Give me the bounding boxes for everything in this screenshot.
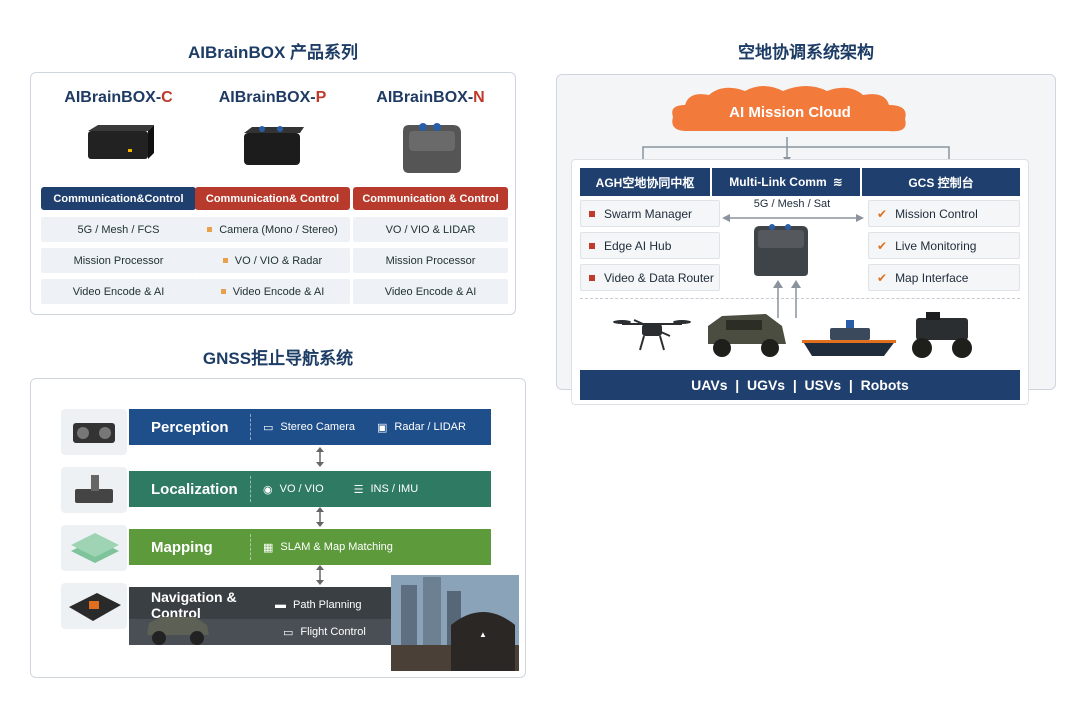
flow-arrow: [316, 565, 324, 585]
architecture-board: AGH空地协同中枢 Multi-Link Comm≋ GCS 控制台 Swarm…: [571, 159, 1029, 405]
bullet-icon: [589, 242, 595, 249]
row-title: Mapping: [129, 534, 251, 560]
product-feature: Mission Processor: [41, 248, 196, 273]
row-sub: ▦SLAM & Map Matching: [263, 541, 393, 554]
gcs-item: ✔Live Monitoring: [868, 232, 1020, 259]
row-sub: ▭Flight Control: [283, 626, 366, 639]
map-icon: ▦: [263, 541, 274, 554]
uplink-arrows: [773, 280, 801, 318]
link-label: 5G / Mesh / Sat: [753, 198, 831, 210]
imu-icon: ☰: [353, 483, 364, 496]
hub-item: Swarm Manager: [580, 200, 720, 227]
ugv-vehicle-image: [708, 314, 786, 357]
perception-row: Perception ▭Stereo Camera ▣Radar / LIDAR: [129, 409, 491, 445]
localization-thumbnail: [61, 467, 127, 513]
gnss-ugv-image: [147, 617, 209, 645]
localization-row: Localization ◉VO / VIO ☰INS / IMU: [129, 471, 491, 507]
row-sub: ☰INS / IMU: [353, 483, 419, 496]
row-sub: ▣Radar / LIDAR: [377, 421, 466, 434]
navigation-thumbnail: [61, 583, 127, 629]
svg-text:▲: ▲: [479, 630, 487, 639]
product-series-title: AIBrainBOX 产品系列: [187, 43, 359, 62]
gcs-item: ✔Map Interface: [868, 264, 1020, 291]
product-name: AIBrainBOX-P: [218, 89, 327, 106]
product-feature: Video Encode & AI: [41, 279, 196, 304]
flow-arrow: [316, 507, 324, 527]
mapping-row: Mapping ▦SLAM & Map Matching: [129, 529, 491, 565]
ai-mission-cloud: AI Mission Cloud: [667, 87, 913, 137]
bullet-icon: [589, 210, 595, 217]
row-title: Localization: [129, 476, 251, 502]
product-feature: Video Encode & AI: [353, 279, 508, 304]
product-feature: 5G / Mesh / FCS: [41, 217, 196, 242]
flow-arrow: [316, 447, 324, 467]
check-icon: ✔: [877, 238, 888, 253]
row-sub: ▬Path Planning: [275, 599, 362, 611]
bullet-icon: [207, 227, 213, 232]
product-feature: Video Encode & AI: [195, 279, 350, 304]
uav-drone-image: [613, 319, 691, 351]
product-feature: Mission Processor: [353, 248, 508, 273]
radar-icon: ▣: [377, 421, 388, 434]
camera-lens-icon: ◉: [263, 483, 273, 496]
aibrainbox-device-image: [754, 224, 808, 276]
device-n-image: [402, 123, 461, 173]
cloud-label: AI Mission Cloud: [729, 103, 851, 121]
cloud-shape: [672, 86, 906, 132]
hub-item: Video & Data Router: [580, 264, 720, 291]
flight-control-icon: ▭: [283, 626, 294, 639]
usv-boat-image: [802, 320, 896, 356]
gnss-panel: Perception ▭Stereo Camera ▣Radar / LIDAR…: [30, 378, 526, 678]
hub-item: Edge AI Hub: [580, 232, 720, 259]
device-p-image: [243, 126, 304, 165]
architecture-title: 空地协调系统架构: [738, 43, 874, 62]
camera-icon: ▭: [263, 421, 274, 434]
row-title: Perception: [129, 414, 251, 440]
product-name: AIBrainBOX-N: [376, 89, 485, 106]
check-icon: ✔: [877, 206, 888, 221]
device-c-image: [87, 125, 154, 159]
bullet-icon: [220, 289, 226, 294]
product-feature: VO / VIO & LIDAR: [353, 217, 508, 242]
flight-control-row: ▭Flight Control: [129, 617, 391, 645]
row-sub: ◉VO / VIO: [263, 483, 324, 496]
product-header: Communication&Control: [41, 187, 196, 210]
platform-footer: UAVs | UGVs | USVs | Robots: [580, 370, 1020, 400]
mapping-thumbnail: [61, 525, 127, 571]
perception-thumbnail: [61, 409, 127, 455]
link-icon: ≋: [832, 175, 843, 189]
check-icon: ✔: [877, 270, 888, 285]
robot-image: [912, 312, 972, 358]
path-icon: ▬: [275, 599, 286, 611]
map-icon: [71, 533, 119, 563]
imu-icon: [75, 475, 113, 503]
product-feature: Camera (Mono / Stereo): [195, 217, 350, 242]
architecture-panel: AI Mission Cloud AGH空地协同中枢 Multi-Link Co…: [556, 74, 1056, 405]
bullet-icon: [222, 258, 228, 263]
gcs-item: ✔Mission Control: [868, 200, 1020, 227]
camera-icon: [73, 423, 115, 443]
product-feature: VO / VIO & Radar: [195, 248, 350, 273]
product-name: AIBrainBOX-C: [64, 89, 173, 106]
hub-header: AGH空地协同中枢: [580, 168, 710, 196]
navigation-row: Navigation & Control ▬Path Planning: [129, 587, 391, 623]
city-tunnel-scene: ▲: [391, 575, 519, 671]
bullet-icon: [589, 274, 595, 281]
gcs-header: GCS 控制台: [862, 168, 1020, 196]
link-arrow: [722, 214, 864, 222]
product-header: Communication& Control: [195, 187, 350, 210]
product-series-panel: AIBrainBOX-C Communication&Control 5G / …: [30, 72, 516, 315]
gnss-title: GNSS拒止导航系统: [202, 349, 354, 368]
comm-header: Multi-Link Comm≋: [712, 168, 860, 196]
controller-board-icon: [69, 593, 121, 621]
product-header: Communication & Control: [353, 187, 508, 210]
divider: [580, 298, 1020, 299]
row-sub: ▭Stereo Camera: [263, 421, 355, 434]
